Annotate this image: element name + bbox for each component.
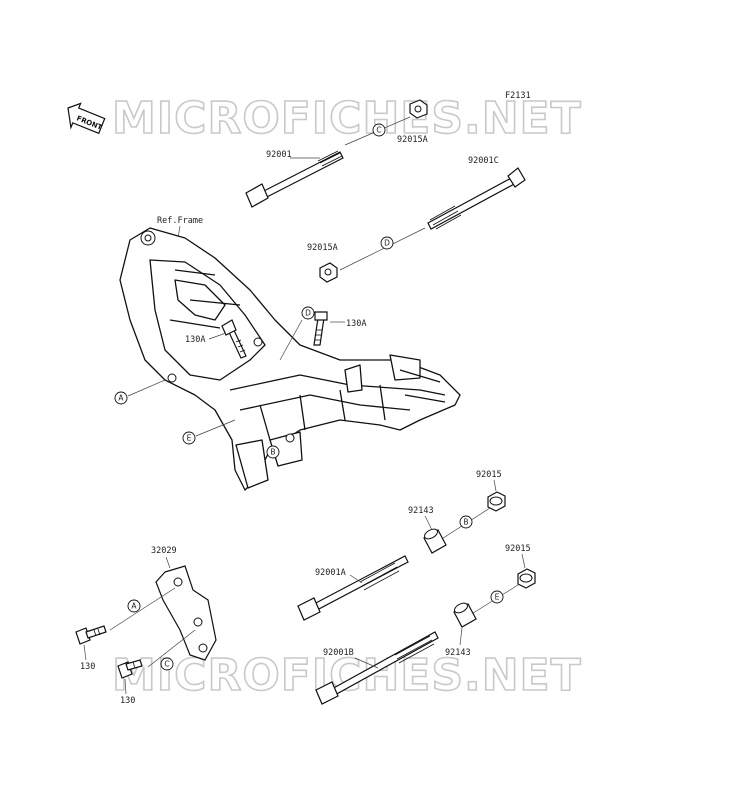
motorcycle-frame (119, 227, 461, 491)
part-label-130A-right: 130A (346, 319, 366, 329)
svg-text:A: A (118, 394, 124, 403)
callout-B-frame (266, 445, 280, 459)
svg-text:A: A (131, 602, 137, 611)
part-label-92015-lower: 92015 (505, 544, 531, 554)
svg-text:E: E (187, 434, 192, 443)
watermark-bottom: MICROFICHES.NET (112, 650, 582, 701)
front-arrow-icon: FRONT (67, 102, 106, 135)
callout-B-right (459, 515, 473, 529)
part-label-92001B: 92001B (323, 648, 354, 658)
bolt-92001 (245, 150, 344, 208)
watermark-top: MICROFICHES.NET (112, 93, 582, 144)
part-label-130-upper: 130 (80, 662, 95, 672)
part-label-92143-upper: 92143 (408, 506, 434, 516)
nut-92015-lower (517, 568, 536, 589)
part-label-130-lower: 130 (120, 696, 135, 706)
callout-D-mid (380, 236, 394, 250)
frame-label: Ref.Frame (157, 216, 203, 226)
nut-92015A-top (409, 99, 428, 119)
part-label-92015-upper: 92015 (476, 470, 502, 480)
collar-92143-upper (423, 528, 447, 554)
svg-text:B: B (463, 518, 468, 527)
callout-D-frame (301, 306, 315, 320)
part-label-92001C: 92001C (468, 156, 499, 166)
bolt-130A-right (313, 311, 328, 346)
nut-92015-upper (487, 491, 506, 512)
bolt-130A-left (221, 319, 247, 359)
part-label-32029: 32029 (151, 546, 177, 556)
nut-92015A-mid (319, 262, 338, 283)
callout-C-top (372, 123, 386, 137)
bolt-130-upper (75, 625, 107, 645)
part-label-92143-lower: 92143 (445, 648, 471, 658)
part-label-130A-left: 130A (185, 335, 205, 345)
bolt-92001C (427, 167, 526, 230)
bolt-92001B (315, 631, 439, 705)
callout-A-frame (114, 391, 128, 405)
part-label-92015A-top: 92015A (397, 135, 428, 145)
svg-text:D: D (384, 239, 390, 248)
diagram-code: F2131 (505, 91, 531, 101)
callout-C-bracket (160, 657, 174, 671)
part-label-92001A: 92001A (315, 568, 346, 578)
callout-E-frame (182, 431, 196, 445)
bolt-92001A (297, 555, 409, 621)
svg-text:C: C (376, 126, 381, 135)
svg-text:D: D (305, 309, 311, 318)
svg-text:E: E (495, 593, 500, 602)
callout-E-right (490, 590, 504, 604)
svg-text:B: B (270, 448, 275, 457)
collar-92143-lower (453, 602, 477, 628)
bolt-130-lower (117, 659, 143, 679)
bracket-32029 (155, 565, 217, 661)
part-label-92001: 92001 (266, 150, 292, 160)
callout-A-bracket (127, 599, 141, 613)
part-label-92015A-mid: 92015A (307, 243, 338, 253)
svg-text:C: C (164, 660, 169, 669)
